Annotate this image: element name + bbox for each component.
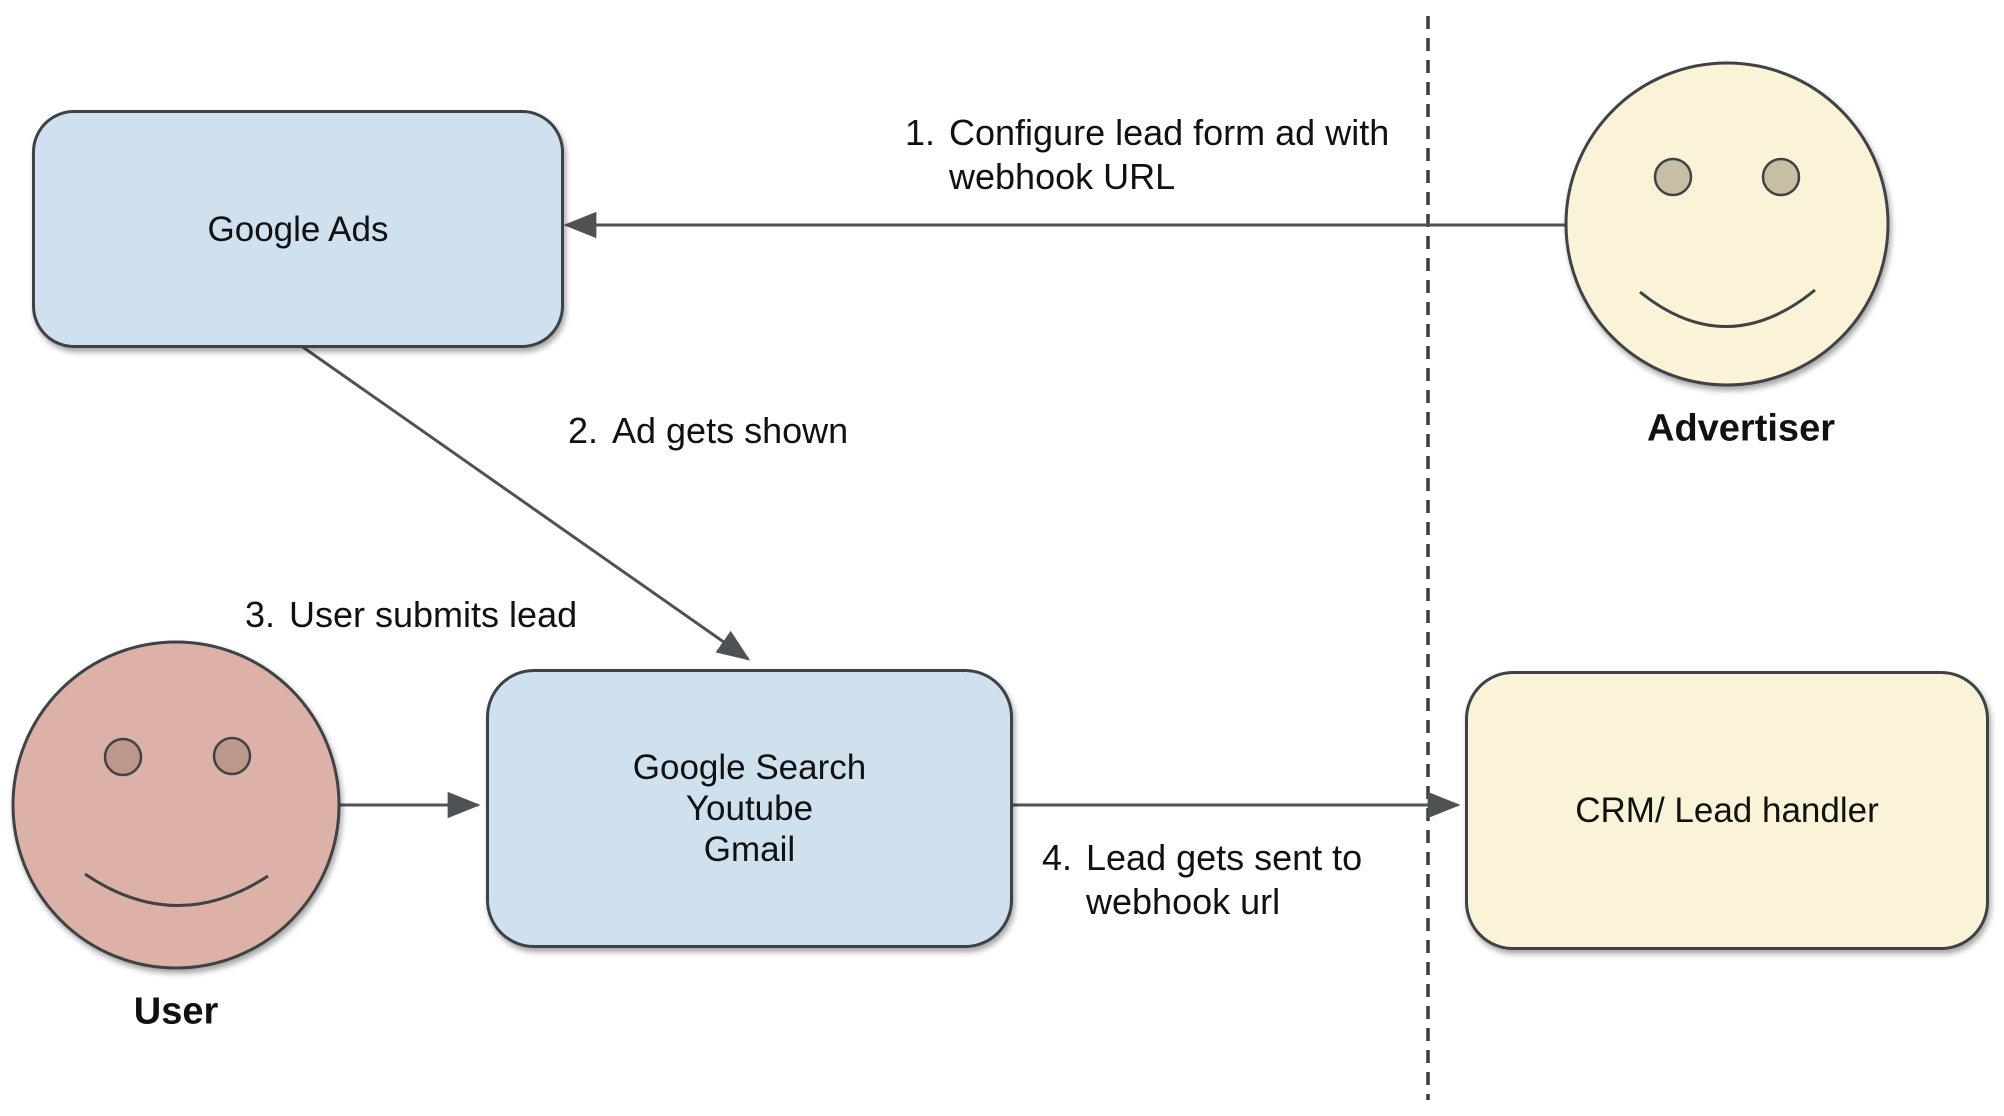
step-4-line-2: webhook url [1086, 881, 1281, 922]
google-surfaces-line-2: Youtube [685, 789, 814, 828]
step-2-annotation: 2. Ad gets shown [568, 409, 848, 453]
user-name-label: User [133, 990, 219, 1033]
step-4-number: 4. [1042, 837, 1073, 878]
google-surfaces-label: Google Search Youtube Gmail [633, 747, 866, 870]
advertiser-right-eye [1761, 157, 1801, 197]
user-right-eye [212, 736, 252, 776]
google-surfaces-line-1: Google Search [632, 748, 867, 787]
advertiser-face-circle [1564, 61, 1890, 387]
step-1-text: Configure lead form ad with webhook URL [949, 111, 1389, 199]
google-surfaces-line-3: Gmail [703, 830, 796, 869]
step-3-number: 3. [245, 594, 276, 635]
step-4-text: Lead gets sent to webhook url [1086, 836, 1362, 924]
step-2-number: 2. [568, 410, 599, 451]
step-4-line-1: Lead gets sent to [1086, 837, 1363, 878]
step-4-annotation: 4. Lead gets sent to webhook url [1042, 836, 1362, 924]
arrow-google-ads-to-surfaces [296, 341, 751, 661]
user-left-eye [103, 737, 143, 777]
advertiser-smile [1639, 288, 1816, 328]
crm-label: CRM/ Lead handler [1575, 791, 1879, 830]
step-3-text: User submits lead [289, 593, 577, 637]
user-face-icon [11, 640, 341, 970]
step-1-line-1: Configure lead form ad with [949, 112, 1390, 153]
step-1-number: 1. [905, 112, 936, 153]
user-smile [84, 872, 269, 907]
step-3-annotation: 3. User submits lead [245, 593, 577, 637]
crm-node: CRM/ Lead handler [1465, 671, 1989, 950]
step-1-annotation: 1. Configure lead form ad with webhook U… [905, 111, 1389, 199]
advertiser-name-label: Advertiser [1647, 407, 1835, 450]
user-face-circle [11, 640, 341, 970]
advertiser-left-eye [1653, 157, 1693, 197]
step-1-line-2: webhook URL [949, 156, 1176, 197]
step-2-line-1: Ad gets shown [612, 410, 849, 451]
google-ads-node: Google Ads [32, 110, 564, 348]
step-3-line-1: User submits lead [289, 594, 578, 635]
google-ads-label: Google Ads [207, 209, 389, 249]
step-2-text: Ad gets shown [612, 409, 848, 453]
advertiser-face-icon [1564, 61, 1890, 387]
google-surfaces-node: Google Search Youtube Gmail [486, 669, 1013, 948]
